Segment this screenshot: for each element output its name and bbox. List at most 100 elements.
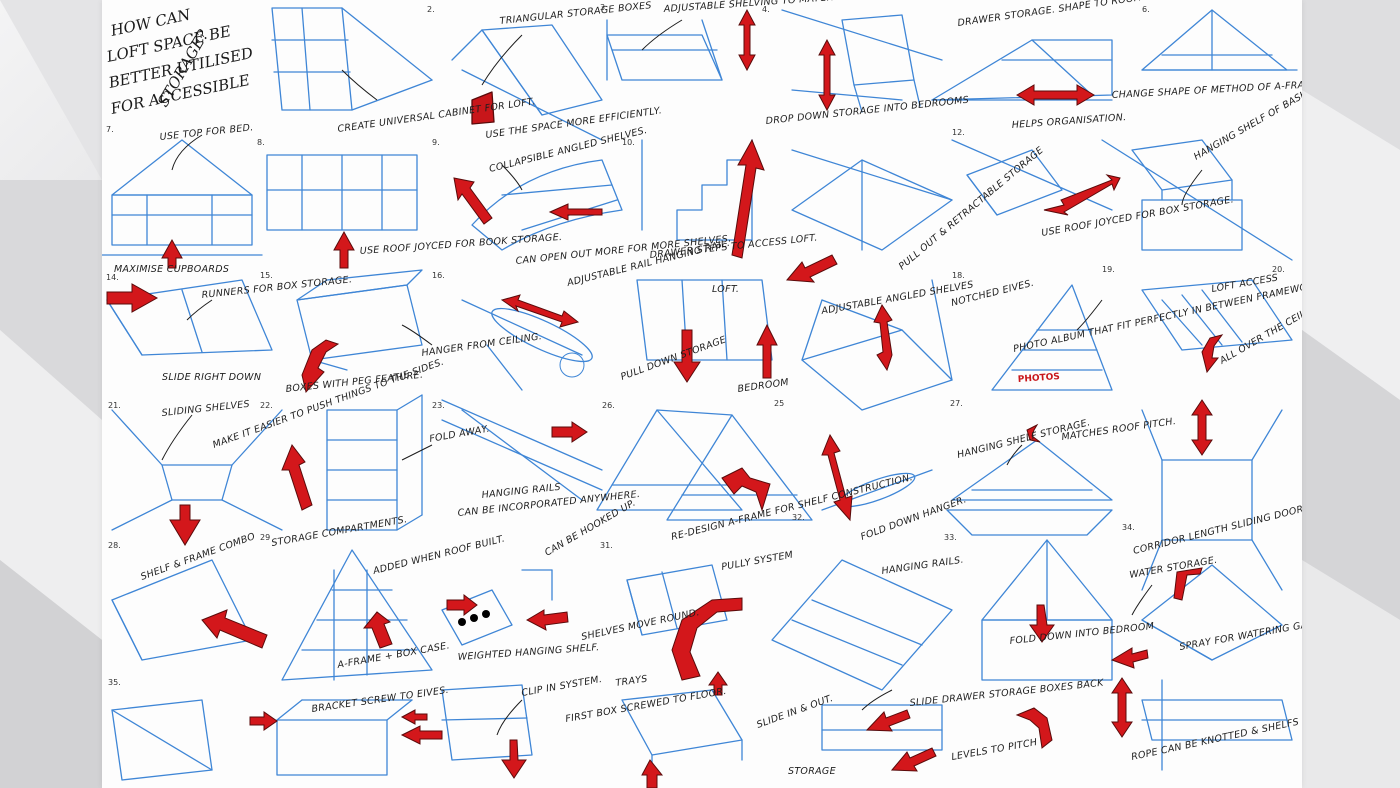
sketch-drawer-storage [931, 39, 1113, 101]
arrow-diag-drawer-2 [890, 747, 937, 772]
sheet-title: HOW CAN LOFT SPACE BE BETTER UTILISED FO… [104, 5, 254, 118]
arrow-down-fold-bedroom [1029, 604, 1055, 643]
label-loft: LOFT. [712, 284, 739, 295]
num-34: 34. [1122, 523, 1135, 532]
arrow-right-runners [106, 283, 159, 313]
label-slide-drawer: SLIDE DRAWER STORAGE BOXES BACK [909, 678, 1105, 709]
label-levels-pitch: LEVELS TO PITCH [951, 737, 1039, 763]
num-4: 4. [762, 5, 770, 14]
arrow-big-up-right [731, 138, 765, 259]
sketch-storage-compartments [326, 394, 423, 531]
arrow-curve-collapsible [453, 177, 493, 225]
arrow-curve-loft-access [1201, 334, 1224, 374]
num-10: 10. [622, 138, 635, 147]
sketch-triangular-boxes [451, 24, 603, 141]
num-33: 33. [944, 533, 957, 542]
num-31: 31. [600, 541, 613, 550]
num-19: 19. [1102, 265, 1115, 274]
label-use-top-bed: USE TOP FOR BED. [159, 122, 254, 143]
label-change-shape: CHANGE SHAPE OF METHOD OF A-FRAME FOR ST… [1112, 67, 1302, 101]
sketch-water-storage [1141, 564, 1283, 661]
label-storage-compartments: STORAGE COMPARTMENTS. [271, 514, 409, 549]
num-26: 26. [602, 401, 615, 410]
label-pully-system: PULLY SYSTEM [721, 550, 794, 573]
label-maximise-cupboards: MAXIMISE CUPBOARDS [114, 264, 229, 275]
label-triangular-boxes: TRIANGULAR STORAGE BOXES [499, 0, 652, 27]
sketch-sliding-shelves [111, 409, 283, 531]
sketch-weighted-shelf [441, 569, 553, 646]
sketch-clip-in [441, 684, 533, 761]
label-bedroom: BEDROOM [737, 377, 790, 395]
arrow-curve-peg [301, 339, 340, 394]
arrow-down-trays [641, 759, 664, 788]
label-slide-in-out: SLIDE IN & OUT. [755, 693, 834, 731]
num-32: 32. [792, 513, 805, 522]
label-spray-garden: SPRAY FOR WATERING GARDEN. [1179, 614, 1302, 653]
num-20: 20. [1272, 265, 1285, 274]
sketch-a-frame-box [281, 549, 433, 681]
label-drop-down: DROP DOWN STORAGE INTO BEDROOMS [765, 95, 969, 127]
sketch-drawer-steps [641, 139, 753, 241]
sketch-canvas: HOW CAN LOFT SPACE BE BETTER UTILISED FO… [102, 0, 1302, 788]
arrow-down-clip [501, 739, 527, 779]
sketch-hanging-rail [461, 299, 593, 391]
label-first-box: FIRST BOX SCREWED TO FLOOR. [565, 686, 728, 725]
num-12: 12. [952, 128, 965, 137]
sketch-loft-bed [102, 139, 263, 256]
arrow-left-right-1 [1016, 84, 1095, 106]
num-29: 29 [260, 533, 270, 542]
sketch-fold-down-bedroom [981, 539, 1113, 681]
num-9: 9. [432, 138, 440, 147]
sketch-sheet: HOW CAN LOFT SPACE BE BETTER UTILISED FO… [102, 0, 1302, 788]
num-2: 2. [427, 5, 435, 14]
arrow-right-rails [551, 421, 588, 443]
arrow-right-bracket-1 [249, 711, 278, 731]
arrow-up-1 [161, 238, 183, 269]
label-trays: TRAYS [615, 674, 648, 689]
arrow-left-clip [400, 725, 443, 745]
arrow-water [1173, 567, 1203, 601]
sketch-rope-shelves [1141, 679, 1293, 771]
num-15: 15. [260, 271, 273, 280]
label-fold-away: FOLD AWAY. [429, 424, 491, 445]
arrow-left-1 [548, 203, 603, 221]
arrow-curve-aframe [721, 467, 771, 512]
arrow-hook [1026, 423, 1041, 443]
arrow-down-left [785, 254, 838, 283]
num-35: 35. [108, 678, 121, 687]
label-added-roof: ADDED WHEN ROOF BUILT. [371, 533, 506, 577]
arrow-up-down-corridor [1191, 399, 1213, 456]
num-3: 3. [600, 3, 608, 12]
num-22: 22. [260, 401, 273, 410]
label-weighted-hanging: WEIGHTED HANGING SHELF. [457, 642, 599, 663]
label-pull-out-retractable: PULL OUT & RETRACTABLE STORAGE [897, 145, 1046, 272]
arrow-right-weighted [446, 593, 478, 617]
label-aframe-box-case: A-FRAME + BOX CASE. [336, 640, 451, 671]
label-clip-in: CLIP IN SYSTEM. [521, 674, 603, 699]
sketch-numbers: 2. 3. 4. 6. 7. 8. 9. 10. 12. 14. 15. 16.… [106, 3, 1285, 687]
label-roof-joyced-book: USE ROOF JOYCED FOR BOOK STORAGE. [359, 232, 562, 257]
arrow-up-aframe-box [362, 611, 393, 649]
arrow-big-curve-pully [671, 597, 743, 681]
sketch-corner-box [111, 699, 213, 781]
label-hanger-ceiling: HANGER FROM CEILING. [421, 331, 543, 359]
sketch-drop-down-storage [781, 9, 943, 113]
arrow-rail-double [500, 294, 580, 328]
sketch-universal-cabinet [271, 7, 433, 111]
arrow-up-down-2 [818, 38, 836, 112]
label-runners: RUNNERS FOR BOX STORAGE. [201, 274, 353, 301]
arrow-diag-1 [1043, 174, 1121, 216]
num-14: 14. [106, 273, 119, 282]
label-helps-organisation: HELPS ORGANISATION. [1011, 112, 1126, 131]
label-shelf-frame-combo: SHELF & FRAME COMBO [139, 531, 257, 583]
sketch-runners [106, 279, 273, 356]
label-pull-down: PULL DOWN STORAGE [619, 334, 728, 382]
arrow-up-trays [708, 671, 728, 696]
num-27: 27. [950, 399, 963, 408]
sketch-adjustable-angled [801, 279, 953, 411]
arrow-up-down-hanger [821, 433, 853, 522]
arrow-up-compartments [281, 443, 313, 511]
sketch-redesign-a-frame [596, 409, 813, 521]
